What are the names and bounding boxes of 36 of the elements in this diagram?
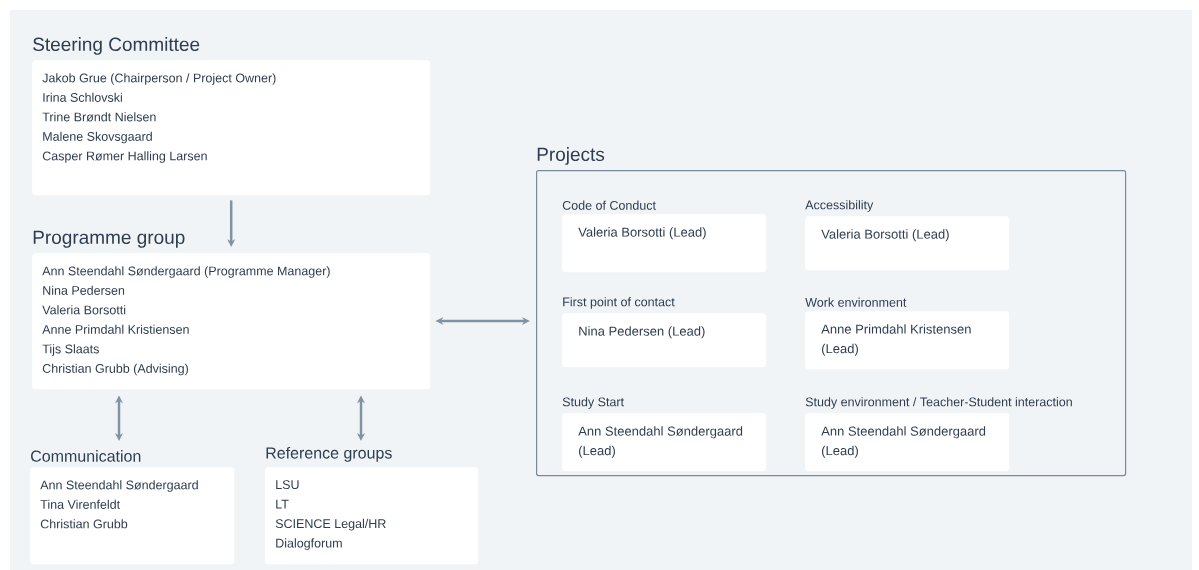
group-heading: Projects xyxy=(537,147,605,165)
member-list-card: LSU LT SCIENCE Legal/HR Dialogforum xyxy=(265,467,479,565)
card-title: Accessibility xyxy=(805,200,874,212)
project-card: Nina Pedersen (Lead) xyxy=(562,313,767,368)
project-card: Anne Primdahl Kristensen (Lead) xyxy=(805,311,1010,370)
node-label: Dialogforum xyxy=(276,538,342,551)
group-heading: Programme group xyxy=(33,230,185,248)
node-label: LSU xyxy=(276,480,299,490)
member-list-card: Ann Steendahl Søndergaard Tina Virenfeldt Christian Grubb xyxy=(30,467,235,565)
node-label: Irina Schlovski xyxy=(43,92,122,102)
card-title: Code of Conduct xyxy=(562,200,656,210)
node-label: Ann Steendahl Søndergaard (Programme Manager) xyxy=(42,266,330,278)
node-label: Tijs Slaats xyxy=(42,344,99,356)
node-label: Nina Pedersen xyxy=(43,285,125,295)
card-title: Study Start xyxy=(562,397,624,409)
group-heading: Steering Committee xyxy=(33,37,200,55)
group-heading: Reference groups xyxy=(266,446,392,462)
node-label: Valeria Borsotti xyxy=(42,305,126,315)
member-list-card: Ann Steendahl Søndergaard (Programme Manager) Nina Pedersen Valeria Borsotti Anne Primdahl Kristiensen Tijs Slaats Christian Grubb (Advising) xyxy=(32,253,431,390)
card-title: First point of contact xyxy=(563,297,675,309)
project-card: Valeria Borsotti (Lead) xyxy=(562,214,767,273)
project-card: Valeria Borsotti (Lead) xyxy=(805,216,1010,271)
node-label: SCIENCE Legal/HR xyxy=(275,518,386,531)
node-label: Trine Brøndt Nielsen xyxy=(42,112,156,122)
group-heading: Communication xyxy=(31,450,141,462)
node-label: Casper Rømer Halling Larsen xyxy=(42,151,207,163)
node-label: Anne Primdahl Kristiensen xyxy=(42,324,189,334)
node-label: LT xyxy=(276,499,289,509)
member-list-card: Jakob Grue (Chairperson / Project Owner) Irina Schlovski Trine Brøndt Nielsen Malene Skovsgaard Casper Rømer Halling Larsen xyxy=(32,60,431,196)
node-label: Malene Skovsgaard xyxy=(43,131,152,144)
card-title: Study environment / Teacher-Student interaction xyxy=(805,397,1072,409)
node-label: Christian Grubb (Advising) xyxy=(42,363,188,376)
card-title: Work environment xyxy=(805,297,907,307)
project-card: Ann Steendahl Søndergaard (Lead) xyxy=(562,413,767,472)
project-card: Ann Steendahl Søndergaard (Lead) xyxy=(805,413,1010,472)
node-label: Jakob Grue (Chairperson / Project Owner) xyxy=(42,73,276,85)
